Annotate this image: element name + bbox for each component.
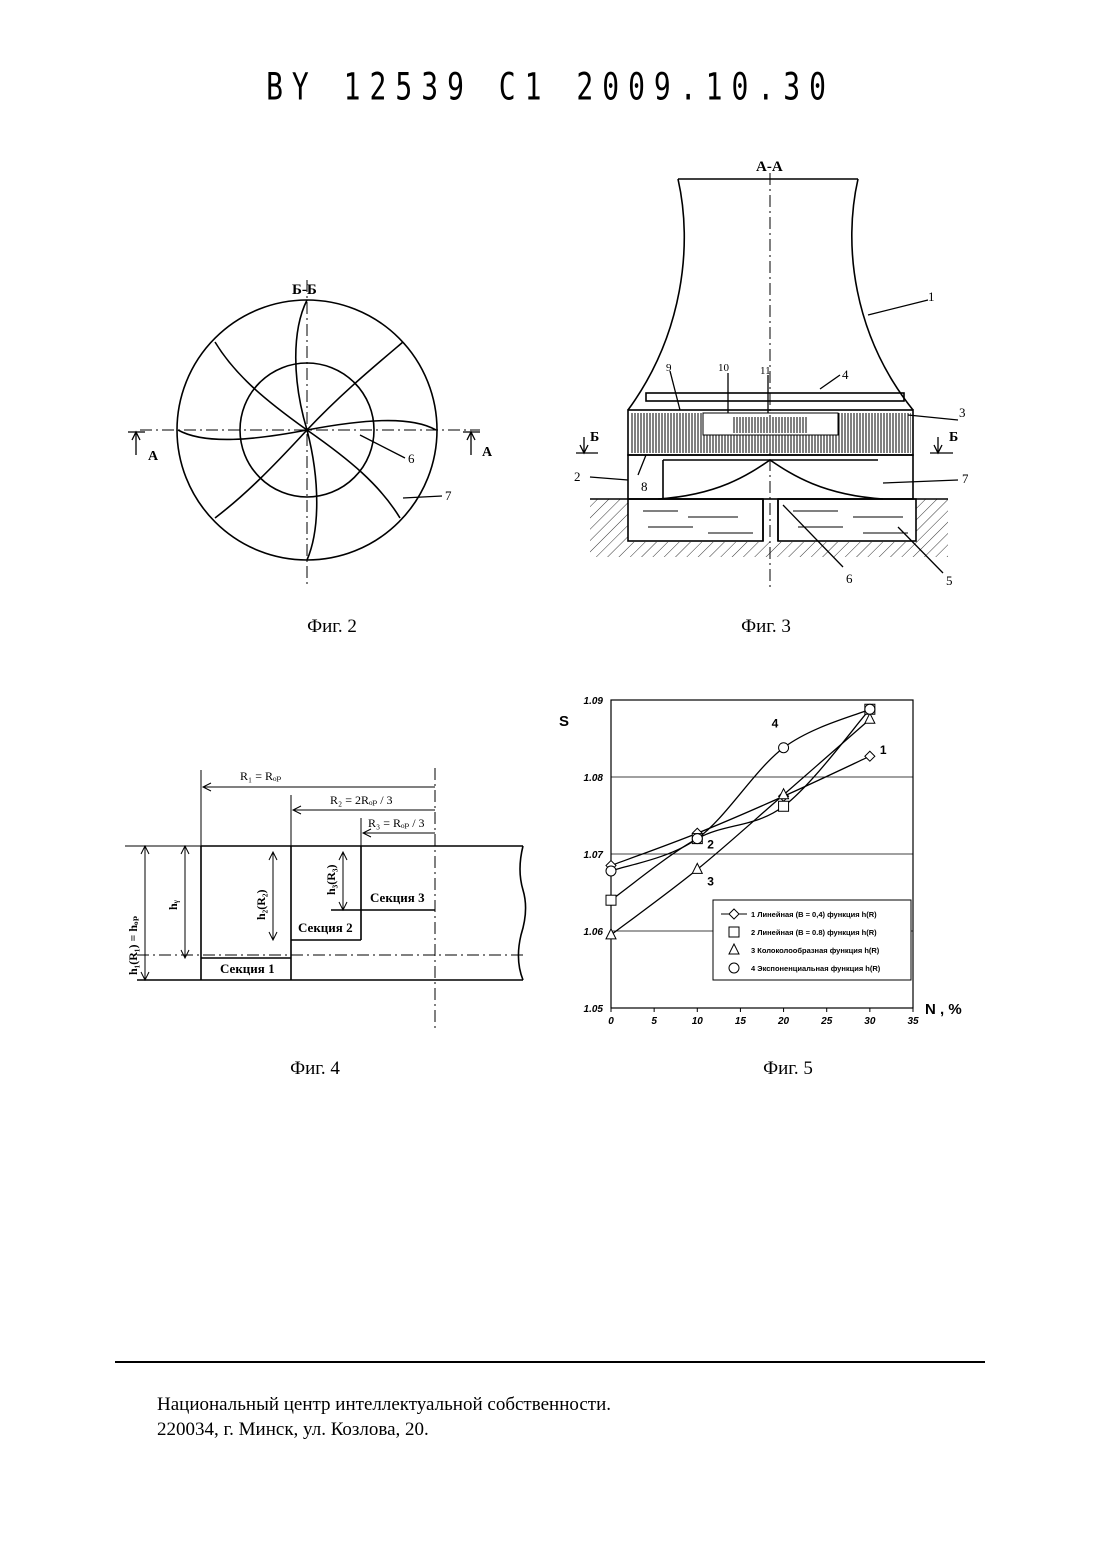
legend-entry: 3 Колоколообразная функция h(R) (751, 946, 880, 955)
legend-marker-4 (729, 963, 739, 973)
callout-3: 3 (959, 405, 966, 420)
cut-label-left: Б (590, 430, 599, 445)
label-h3: h₃(R₃) (324, 864, 338, 895)
cut-label-right: Б (949, 430, 958, 445)
callout-2: 2 (574, 469, 581, 484)
section-1-label: Секция 1 (220, 961, 275, 976)
callout-7: 7 (445, 488, 452, 503)
x-tick-label: 35 (907, 1016, 919, 1027)
y-tick-label: 1.08 (584, 773, 604, 784)
callout-5: 5 (946, 573, 953, 588)
cut-label-left: А (148, 449, 159, 464)
series-label-3: 3 (707, 874, 714, 888)
footer-line-1: Национальный центр интеллектуальной собс… (157, 1394, 611, 1416)
callout-9: 9 (666, 362, 672, 374)
series-label-4: 4 (772, 717, 779, 731)
legend-entry: 1 Линейная (В = 0,4) функция h(R) (751, 910, 877, 919)
callout-7: 7 (962, 471, 968, 486)
data-point-series-1 (865, 751, 875, 761)
footer-line-2: 220034, г. Минск, ул. Козлова, 20. (157, 1419, 429, 1441)
x-tick-label: 20 (777, 1016, 790, 1027)
y-tick-label: 1.06 (584, 927, 604, 938)
figure-5-chart: 1.05 1.06 1.07 1.08 1.09 0 5 10 15 20 25 30 35 S N , %… (553, 688, 978, 1043)
data-point-series-3 (865, 713, 875, 723)
legend-entry: 2 Линейная (В = 0.8) функция h(R) (751, 928, 877, 937)
callout-4: 4 (842, 367, 849, 382)
figure-3-drawing: А-А Б Б 1 2 3 4 5 6 7 8 9 10 11 (568, 155, 968, 590)
figure-5-caption: Фиг. 5 (688, 1058, 888, 1080)
series-label-1: 1 (880, 743, 887, 757)
data-point-series-4 (606, 866, 616, 876)
data-point-series-3 (692, 863, 702, 873)
section-label-aa: А-А (756, 159, 783, 175)
x-tick-label: 15 (735, 1016, 747, 1027)
x-tick-label: 10 (692, 1016, 704, 1027)
figure-2-drawing: Б-Б А А 6 7 (120, 270, 500, 590)
label-r3: R₃ = Rₒₚ / 3 (368, 816, 425, 830)
label-hy: hᵧ (166, 899, 180, 910)
cut-label-right: А (482, 445, 493, 460)
footer-divider (115, 1361, 985, 1363)
x-tick-label: 0 (608, 1016, 614, 1027)
series-line-1 (611, 756, 870, 865)
data-point-series-4 (865, 704, 875, 714)
section-3-label: Секция 3 (370, 890, 425, 905)
data-point-series-2 (779, 801, 789, 811)
data-point-series-3 (779, 789, 789, 799)
callout-8: 8 (641, 479, 648, 494)
data-point-series-4 (692, 834, 702, 844)
callout-1: 1 (928, 289, 935, 304)
label-r1: R₁ = Rₒₚ (240, 769, 281, 783)
x-tick-label: 5 (651, 1016, 657, 1027)
callout-6: 6 (846, 571, 853, 586)
label-h2: h₂(R₂) (254, 889, 268, 920)
legend-entry: 4 Экспоненциальная функция h(R) (751, 964, 881, 973)
data-point-series-4 (779, 743, 789, 753)
figure-3-caption: Фиг. 3 (666, 616, 866, 638)
x-tick-label: 25 (820, 1016, 833, 1027)
callout-10: 10 (718, 362, 730, 374)
label-r2: R₂ = 2Rₒₚ / 3 (330, 793, 393, 807)
y-tick-label: 1.09 (584, 696, 604, 707)
series-line-2 (611, 709, 870, 900)
series-line-4 (611, 709, 870, 871)
callout-11: 11 (760, 365, 771, 377)
section-label-bb: Б-Б (292, 282, 317, 298)
series-label-2: 2 (707, 838, 714, 852)
x-axis-label: N , % (925, 1001, 962, 1018)
data-point-series-3 (606, 929, 616, 939)
label-h1: h₁(R₁) = hₒₚ (126, 916, 140, 975)
data-point-series-2 (606, 895, 616, 905)
callout-6: 6 (408, 451, 415, 466)
legend-marker-2 (729, 927, 739, 937)
figure-4-drawing: R₁ = Rₒₚ R₂ = 2Rₒₚ / 3 R₃ = Rₒₚ / 3 h₁(R… (125, 760, 535, 1035)
figure-4-caption: Фиг. 4 (215, 1058, 415, 1080)
section-2-label: Секция 2 (298, 920, 353, 935)
y-tick-label: 1.07 (584, 850, 604, 861)
y-tick-label: 1.05 (584, 1004, 604, 1015)
x-tick-label: 30 (864, 1016, 876, 1027)
patent-header: BY 12539 C1 2009.10.30 (0, 64, 1101, 109)
figure-2-caption: Фиг. 2 (232, 616, 432, 638)
y-axis-label: S (559, 713, 569, 730)
